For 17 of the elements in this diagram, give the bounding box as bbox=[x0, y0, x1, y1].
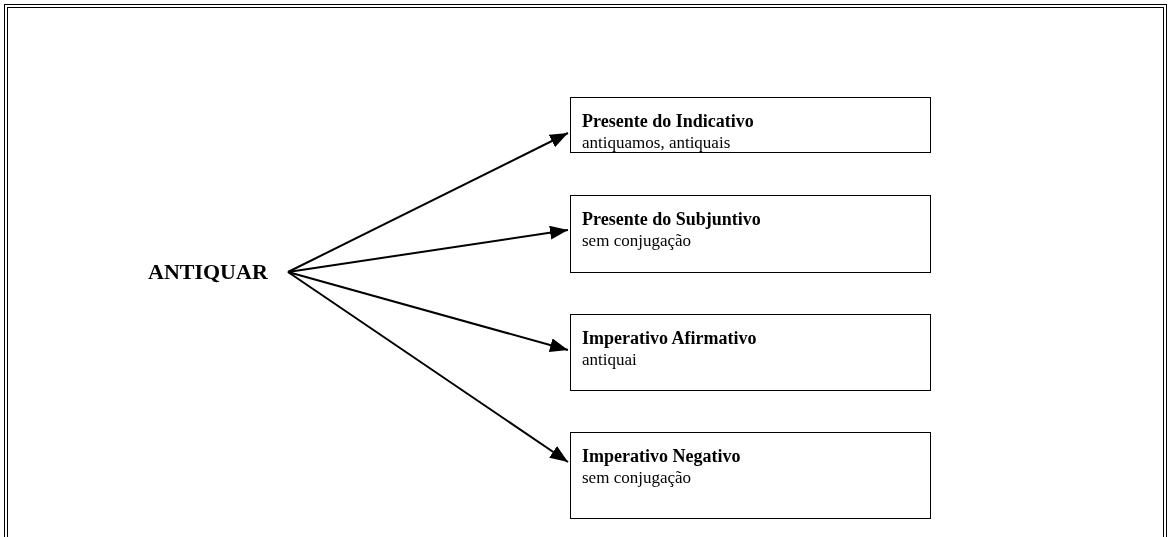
box-text: sem conjugação bbox=[582, 230, 693, 251]
arrow bbox=[287, 271, 569, 352]
text-box bbox=[570, 97, 931, 153]
box-text: sem conjugação bbox=[582, 467, 693, 488]
box-text: antiquamos, antiquais bbox=[582, 132, 732, 153]
arrow bbox=[287, 132, 569, 273]
box-heading: Imperativo Negativo bbox=[582, 445, 742, 467]
box-heading: Presente do Indicativo bbox=[582, 110, 755, 132]
arrow bbox=[287, 271, 569, 463]
box-heading: Imperativo Afirmativo bbox=[582, 327, 758, 349]
box-heading: Presente do Subjuntivo bbox=[582, 208, 762, 230]
text-box bbox=[570, 314, 931, 391]
arrow bbox=[287, 225, 569, 273]
verb-label: ANTIQUAR bbox=[148, 259, 268, 285]
box-text: antiquai bbox=[582, 349, 638, 370]
text-box bbox=[570, 195, 931, 273]
text-box bbox=[570, 432, 931, 519]
